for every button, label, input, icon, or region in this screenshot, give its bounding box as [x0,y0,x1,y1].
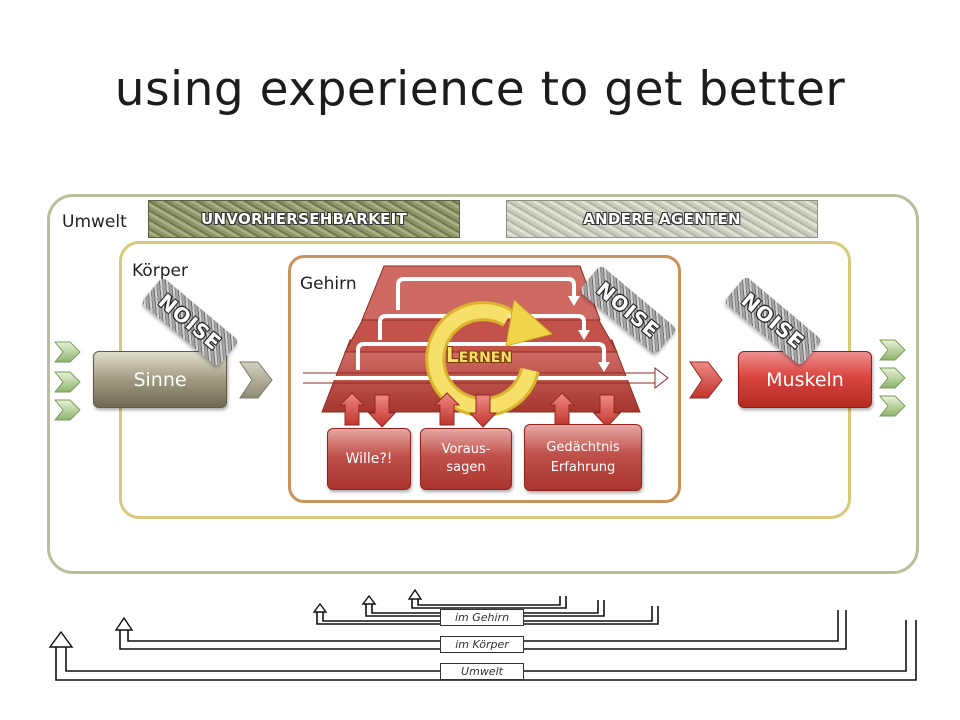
muskeln-label: Muskeln [766,368,844,391]
vorhersagen-line1: Voraus- [441,442,491,457]
koerper-label: Körper [132,261,188,281]
gedaechtnis-line2: Erfahrung [550,459,616,475]
lernen-first-letter: L [446,343,459,367]
gehirn-to-muskeln-arrow [689,361,723,399]
umwelt-label: Umwelt [62,212,127,232]
umwelt-region [47,194,919,574]
lernen-cycle-arrow [425,299,554,418]
lernen-rest: ERNEN [458,350,513,366]
gehirn-label: Gehirn [300,274,357,294]
unvorhersehbarkeit-banner: UNVORHERSEHBARKEIT [148,200,460,238]
loop-tag-im-gehirn: im Gehirn [440,609,524,626]
vorhersagen-line2: sagen [446,460,486,475]
sinne-box: Sinne [93,351,227,408]
gedaechtnis-line1: Gedächtnis [546,439,620,455]
loop-tag-umwelt: Umwelt [440,663,524,680]
wille-box: Wille?! [327,428,411,490]
andere-agenten-text: ANDERE AGENTEN [583,210,741,228]
sinne-to-gehirn-arrow [239,361,273,399]
lernen-label: LERNEN [446,343,512,367]
loop-tag-im-gehirn-text: im Gehirn [454,611,510,624]
sinne-label: Sinne [133,368,187,391]
vorhersagen-box: Voraus- sagen [420,428,512,490]
input-arrows [53,341,81,421]
unvorhersehbarkeit-text: UNVORHERSEHBARKEIT [200,210,407,228]
loop-tag-im-koerper-text: im Körper [455,638,509,651]
loop-tag-im-koerper: im Körper [440,636,524,653]
page-title: using experience to get better [114,62,846,117]
gedaechtnis-box: Gedächtnis Erfahrung [524,424,642,491]
wille-label: Wille?! [345,451,393,467]
vertical-arrows [338,392,622,428]
gehirn-region [288,255,681,503]
loop-tag-umwelt-text: Umwelt [461,665,503,678]
andere-agenten-banner: ANDERE AGENTEN [506,200,818,238]
output-arrows [878,339,906,417]
